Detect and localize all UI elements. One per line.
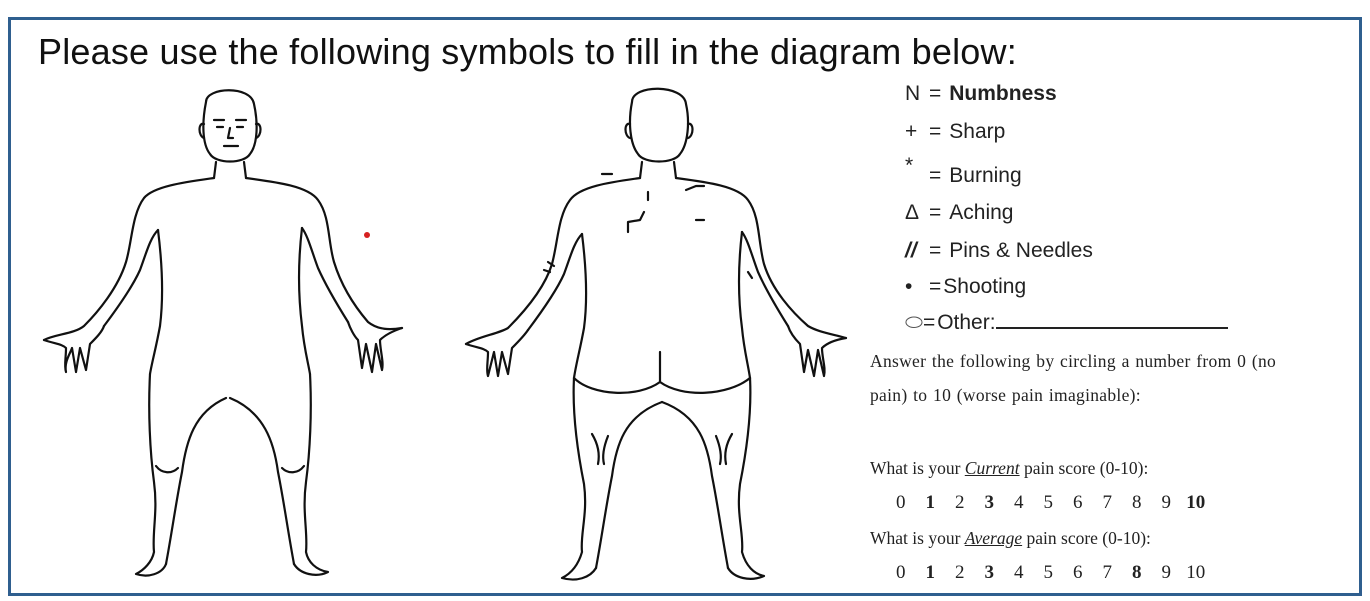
instructions-text: Answer the following by circling a numbe… [870, 351, 1277, 405]
legend-symbol: Δ [905, 201, 920, 224]
question-suffix: pain score (0-10): [1019, 458, 1149, 478]
average-pain-question: What is your Average pain score (0-10): [870, 528, 1151, 549]
legend-label: Burning [949, 164, 1022, 187]
legend-symbol: ⬭ [905, 311, 923, 334]
legend-item-aching: Δ=Aching [905, 201, 1014, 224]
scale-option-7[interactable]: 7 [1102, 562, 1113, 583]
legend-item-sharp: +=Sharp [905, 120, 1006, 143]
scale-option-1[interactable]: 1 [925, 492, 936, 513]
scale-option-0[interactable]: 0 [896, 562, 906, 583]
legend-symbol: // [905, 239, 917, 262]
scale-option-10[interactable]: 10 [1186, 492, 1206, 513]
scale-option-3[interactable]: 3 [984, 562, 995, 583]
legend-symbol: N [905, 82, 921, 105]
legend-label: Numbness [949, 82, 1057, 105]
scale-option-6[interactable]: 6 [1073, 492, 1083, 513]
question-prefix: What is your [870, 458, 965, 478]
legend-symbol: • [905, 275, 913, 298]
scale-option-9[interactable]: 9 [1161, 492, 1172, 513]
scale-option-9[interactable]: 9 [1161, 562, 1172, 583]
legend-item-shooting: •=Shooting [905, 275, 1027, 298]
scale-option-2[interactable]: 2 [955, 562, 965, 583]
body-back-figure[interactable] [452, 82, 852, 587]
scale-option-6[interactable]: 6 [1073, 562, 1083, 583]
legend-label: Pins & Needles [949, 239, 1093, 262]
scale-option-7[interactable]: 7 [1102, 492, 1113, 513]
legend-label: Aching [949, 201, 1014, 224]
scale-option-5[interactable]: 5 [1043, 562, 1054, 583]
legend-item-other[interactable]: ⬭=Other: [905, 309, 1228, 335]
red-dot-mark [364, 232, 370, 238]
scale-option-3[interactable]: 3 [984, 492, 995, 513]
legend-label: Shooting [943, 275, 1027, 298]
scale-option-10[interactable]: 10 [1186, 562, 1206, 583]
legend-symbol: + [905, 120, 918, 143]
other-blank-line[interactable] [995, 309, 1228, 329]
body-front-figure[interactable] [36, 82, 410, 582]
current-pain-question: What is your Current pain score (0-10): [870, 458, 1148, 479]
legend-symbol: * [905, 154, 914, 177]
scale-option-0[interactable]: 0 [896, 492, 906, 513]
question-emphasis: Average [964, 528, 1023, 548]
scale-option-2[interactable]: 2 [955, 492, 965, 513]
question-suffix: pain score (0-10): [1022, 528, 1151, 548]
legend-label: Other: [937, 311, 996, 334]
scale-option-4[interactable]: 4 [1014, 562, 1024, 583]
question-prefix: What is your [870, 528, 965, 548]
scale-option-4[interactable]: 4 [1014, 492, 1024, 513]
scale-option-5[interactable]: 5 [1043, 492, 1054, 513]
scale-option-8[interactable]: 8 [1132, 562, 1142, 583]
form-heading: Please use the following symbols to fill… [38, 31, 1017, 72]
pain-questions: Answer the following by circling a numbe… [870, 344, 1310, 583]
question-emphasis: Current [964, 458, 1020, 478]
scale-option-1[interactable]: 1 [925, 562, 936, 583]
legend-item-burning: *=Burning [905, 154, 1022, 187]
form-frame [8, 17, 1362, 596]
legend-item-pins-needles: //=Pins & Needles [905, 239, 1093, 262]
scale-option-8[interactable]: 8 [1132, 492, 1142, 513]
legend-item-numbness: N=Numbness [905, 82, 1057, 105]
legend-label: Sharp [949, 120, 1006, 143]
